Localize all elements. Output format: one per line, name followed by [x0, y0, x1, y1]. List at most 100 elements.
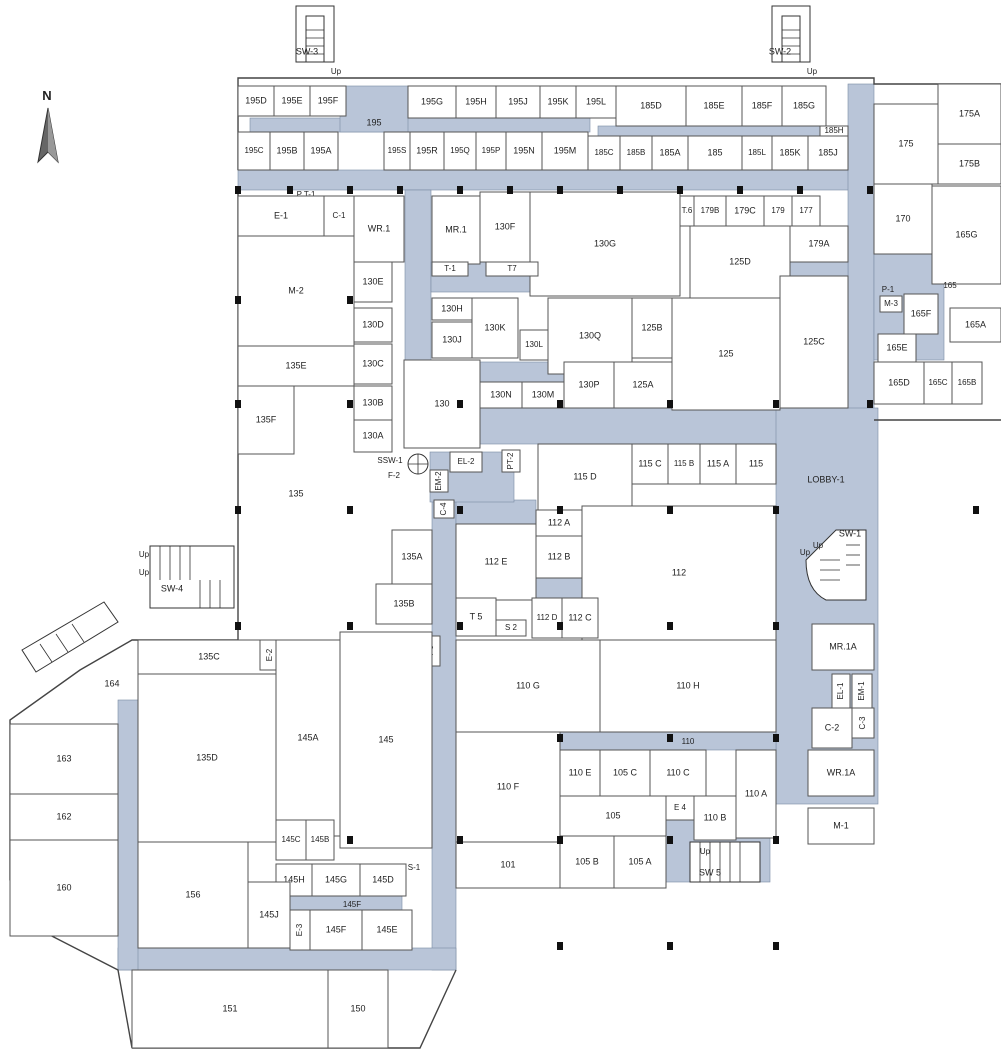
room-el2[interactable]: EL-2 [449, 451, 483, 473]
room-195l[interactable]: 195L [575, 85, 617, 119]
room-165f[interactable]: 165F [903, 293, 939, 335]
room-185a[interactable]: 185A [651, 135, 689, 171]
room-mr1a[interactable]: MR.1A [811, 623, 875, 671]
room-195[interactable]: 195 [366, 117, 381, 127]
room-165c[interactable]: 165C [923, 361, 953, 405]
room-115[interactable]: 115 [735, 443, 777, 485]
room-lobby1[interactable]: LOBBY-1 [807, 474, 844, 484]
room-195k[interactable]: 195K [539, 85, 577, 119]
room-110f[interactable]: 110 F [455, 731, 561, 843]
room-t7[interactable]: T7 [485, 261, 539, 277]
room-130h[interactable]: 130H [431, 297, 473, 321]
room-130k[interactable]: 130K [471, 297, 519, 359]
room-145g[interactable]: 145G [311, 863, 361, 897]
room-130m[interactable]: 130M [521, 381, 565, 409]
room-115b[interactable]: 115 B [667, 443, 701, 485]
room-145j[interactable]: 145J [247, 881, 291, 949]
room-em2[interactable]: EM-2 [429, 469, 449, 493]
room-t6[interactable]: T.6 [679, 195, 695, 227]
room-185g[interactable]: 185G [781, 85, 827, 127]
room-195c[interactable]: 195C [237, 131, 271, 171]
room-145e[interactable]: 145E [361, 909, 413, 951]
room-145fb[interactable]: 145F [309, 909, 363, 951]
room-185d[interactable]: 185D [615, 85, 687, 127]
room-130g[interactable]: 130G [529, 191, 681, 297]
room-130p[interactable]: 130P [563, 361, 615, 409]
room-185f[interactable]: 185F [741, 85, 783, 127]
room-125a[interactable]: 125A [613, 361, 673, 409]
room-110c[interactable]: 110 C [649, 749, 707, 797]
room-195p[interactable]: 195P [475, 131, 507, 171]
room-195n[interactable]: 195N [505, 131, 543, 171]
room-112e[interactable]: 112 E [455, 523, 537, 601]
room-165a[interactable]: 165A [949, 307, 1001, 343]
room-179c[interactable]: 179C [725, 195, 765, 227]
room-135d[interactable]: 135D [137, 673, 277, 843]
room-165d[interactable]: 165D [873, 361, 925, 405]
room-125c[interactable]: 125C [779, 275, 849, 409]
stair-ssw1[interactable]: SSW-1 [377, 453, 429, 475]
room-195e[interactable]: 195E [273, 85, 311, 117]
room-130c[interactable]: 130C [353, 343, 393, 385]
room-c3[interactable]: C-3 [851, 707, 875, 739]
room-151[interactable]: 151 [131, 969, 329, 1049]
room-156[interactable]: 156 [137, 841, 249, 949]
room-195a[interactable]: 195A [303, 131, 339, 171]
room-112[interactable]: 112 [581, 505, 777, 641]
room-145f[interactable]: 145F [343, 900, 361, 909]
room-110[interactable]: 110 [682, 737, 695, 746]
room-t1[interactable]: T-1 [431, 261, 469, 277]
room-185c[interactable]: 185C [587, 135, 621, 171]
room-112d[interactable]: 112 D [531, 597, 563, 639]
stair-sw5[interactable]: SW 5 Up [689, 841, 761, 883]
room-195j[interactable]: 195J [495, 85, 541, 119]
room-162[interactable]: 162 [9, 793, 119, 841]
room-105a[interactable]: 105 A [613, 835, 667, 889]
room-145c[interactable]: 145C [275, 819, 307, 861]
room-179b[interactable]: 179B [693, 195, 727, 227]
stair-sw1[interactable]: SW-1 Up Up [800, 528, 867, 601]
room-135[interactable]: 135 [288, 488, 303, 498]
room-105[interactable]: 105 [559, 795, 667, 837]
room-130b[interactable]: 130B [353, 385, 393, 421]
room-165b[interactable]: 165B [951, 361, 983, 405]
room-112a[interactable]: 112 A [535, 509, 583, 537]
room-165[interactable]: 165 [943, 281, 957, 290]
room-e1[interactable]: E-1 [237, 195, 325, 237]
room-195m[interactable]: 195M [541, 131, 589, 171]
room-145a[interactable]: 145A [275, 639, 341, 837]
room-105b[interactable]: 105 B [559, 835, 615, 889]
room-110h[interactable]: 110 H [599, 639, 777, 733]
room-112b[interactable]: 112 B [535, 535, 583, 579]
room-170[interactable]: 170 [873, 183, 933, 255]
room-125[interactable]: 125 [671, 297, 781, 411]
room-150[interactable]: 150 [327, 969, 389, 1049]
room-112c[interactable]: 112 C [561, 597, 599, 639]
room-175a[interactable]: 175A [937, 83, 1001, 145]
room-c4[interactable]: C-4 [433, 499, 455, 519]
room-em1[interactable]: EM-1 [851, 673, 873, 709]
room-130q[interactable]: 130Q [547, 297, 633, 375]
room-185e[interactable]: 185E [685, 85, 743, 127]
room-165e[interactable]: 165E [877, 333, 917, 363]
room-f2[interactable]: F-2 [388, 471, 401, 480]
room-175b[interactable]: 175B [937, 143, 1001, 185]
room-t5[interactable]: T 5 [455, 597, 497, 637]
room-130d[interactable]: 130D [353, 307, 393, 343]
room-s1[interactable]: S-1 [408, 863, 421, 872]
room-195b[interactable]: 195B [269, 131, 305, 171]
room-185l[interactable]: 185L [741, 135, 773, 171]
room-164[interactable]: 164 [104, 678, 119, 688]
room-130n[interactable]: 130N [479, 381, 523, 409]
room-115c[interactable]: 115 C [631, 443, 669, 485]
stair-sw4[interactable]: SW-4 Up Up [139, 545, 235, 609]
stair-sw3[interactable]: SW-3 Up [295, 5, 342, 76]
room-m3[interactable]: M-3 [879, 295, 903, 313]
room-101[interactable]: 101 [455, 841, 561, 889]
room-185j[interactable]: 185J [807, 135, 849, 171]
room-195h[interactable]: 195H [455, 85, 497, 119]
room-160[interactable]: 160 [9, 839, 119, 937]
room-p1[interactable]: P-1 [882, 285, 895, 294]
room-115d[interactable]: 115 D [537, 443, 633, 511]
room-135b[interactable]: 135B [375, 583, 433, 625]
